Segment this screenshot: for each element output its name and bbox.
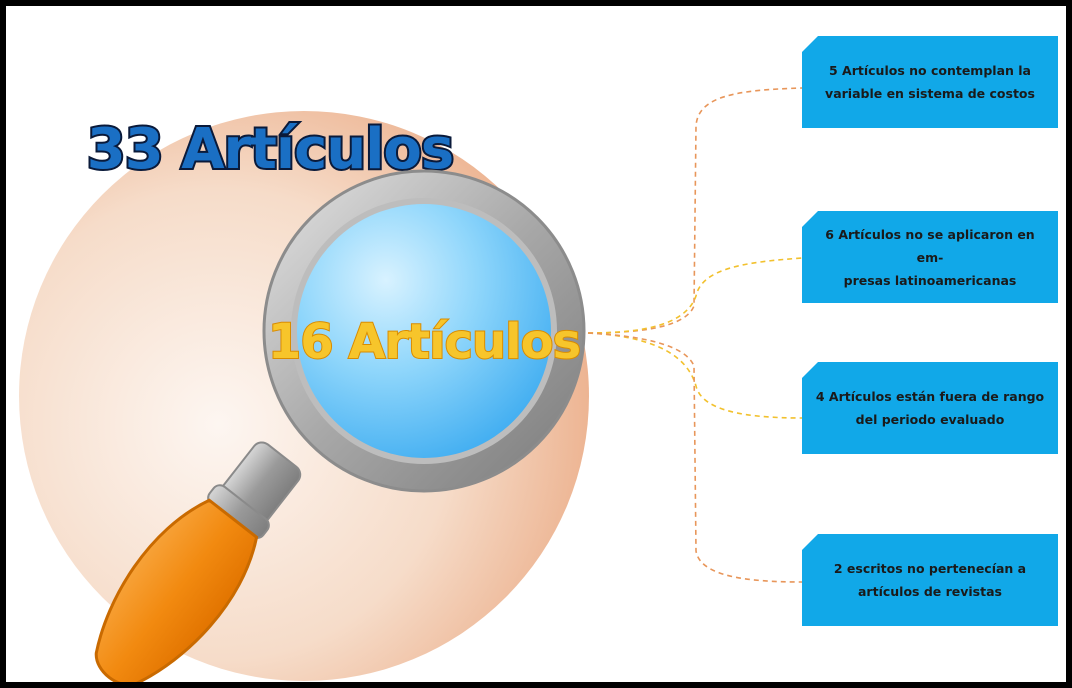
connector-2 — [587, 257, 803, 334]
handle-grip — [94, 498, 259, 682]
result-box-2: 6 Artículos no se aplicaron en em- presa… — [802, 211, 1058, 303]
result-box-3: 4 Artículos están fuera de rango del per… — [802, 362, 1058, 454]
diagram-canvas: 33 Artículos 16 Artículos — [19, 87, 803, 682]
filtered-articles-label: 16 Artículos — [268, 314, 580, 370]
diagram-frame: 33 Artículos 16 Artículos 5 Artículos no… — [6, 6, 1066, 682]
result-box-1: 5 Artículos no contemplan la variable en… — [802, 36, 1058, 128]
result-box-4-line1: 2 escritos no pertenecían a — [833, 561, 1027, 576]
total-articles-label: 33 Artículos — [87, 117, 453, 182]
connector-3 — [587, 332, 803, 419]
result-box-1-line1: 5 Artículos no contemplan la — [829, 63, 1031, 78]
result-box-1-line2: variable en sistema de costos — [825, 86, 1035, 101]
result-box-3-line2: del periodo evaluado — [855, 412, 1005, 427]
connectors — [587, 87, 803, 583]
result-box-4: 2 escritos no pertenecían a artículos de… — [802, 534, 1058, 626]
connector-1 — [587, 87, 803, 334]
result-box-2-line2: presas latinoamericanas — [843, 272, 1017, 288]
magnifier-lens — [297, 204, 551, 458]
connector-4 — [587, 332, 803, 583]
magnifier-handle — [94, 441, 302, 682]
result-box-2-line1: 6 Artículos no se aplicaron en em- — [825, 226, 1035, 265]
result-box-4-line2: artículos de revistas — [858, 584, 1002, 599]
result-box-3-line1: 4 Artículos están fuera de rango — [815, 389, 1045, 404]
